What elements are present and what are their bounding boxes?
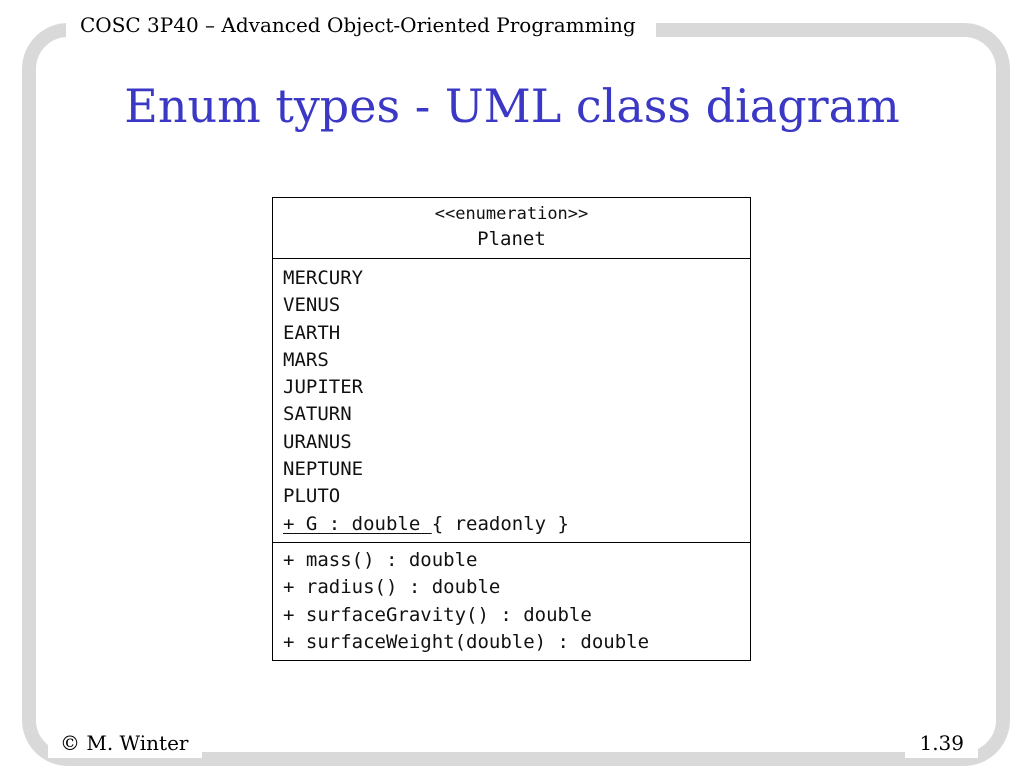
operation-surface-weight: + surfaceWeight(double) : double [283,630,650,653]
uml-class-name: Planet [477,228,546,250]
enum-literal-neptune: NEPTUNE [283,458,364,481]
footer-page-number: 1.39 [905,728,978,758]
enum-literal-saturn: SATURN [283,403,352,426]
enum-literal-mars: MARS [283,348,329,371]
uml-attributes-compartment: MERCURY VENUS EARTH MARS JUPITER SATURN … [273,259,750,543]
static-attribute-constraint: { readonly } [431,512,569,535]
static-attribute: + G : double { readonly } [283,511,750,538]
enum-literal-mercury: MERCURY [283,267,364,289]
course-header: COSC 3P40 – Advanced Object-Oriented Pro… [66,10,656,40]
uml-class-box: <<enumeration>> Planet MERCURY VENUS EAR… [272,197,751,662]
slide-title: Enum types - UML class diagram [124,79,900,133]
enum-literal-venus: VENUS [283,294,341,317]
operation-radius: + radius() : double [283,576,501,599]
operation-mass: + mass() : double [283,548,478,571]
uml-stereotype: <<enumeration>> [434,204,589,224]
uml-operations-compartment: + mass() : double + radius() : double + … [273,543,750,660]
static-attribute-declaration: + G : double [283,512,432,535]
enum-literal-earth: EARTH [283,321,341,344]
enum-literal-pluto: PLUTO [283,485,341,508]
enum-literal-uranus: URANUS [283,430,352,453]
enum-literal-jupiter: JUPITER [283,376,364,399]
operation-surface-gravity: + surfaceGravity() : double [283,603,592,626]
uml-class-header: <<enumeration>> Planet [273,198,750,259]
footer-author: © M. Winter [48,728,203,758]
